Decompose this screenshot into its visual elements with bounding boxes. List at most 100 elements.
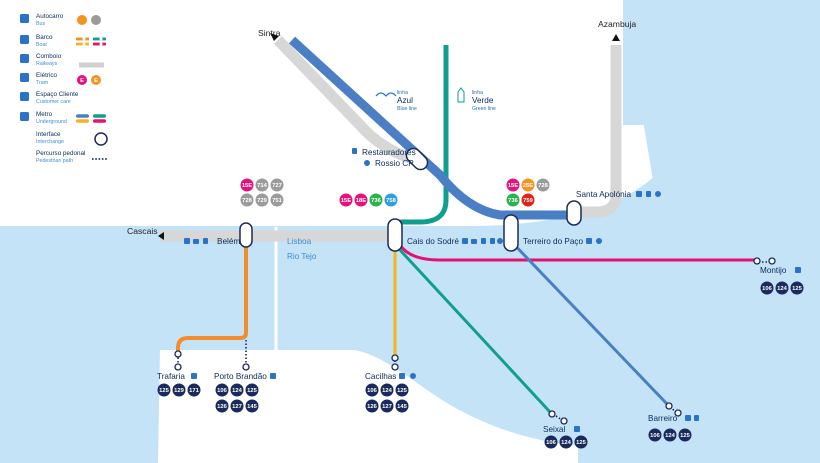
bus-icon bbox=[586, 238, 592, 244]
legend-metro-line bbox=[76, 119, 89, 123]
route-badge bbox=[365, 383, 379, 397]
route-badge-label: 126 bbox=[217, 404, 227, 410]
route-badge bbox=[215, 399, 229, 413]
route-badge-label: 759 bbox=[523, 198, 533, 204]
route-badge bbox=[678, 428, 692, 442]
route-badge-label: 728 bbox=[538, 183, 548, 189]
legend-boat-dot bbox=[99, 37, 103, 41]
route-badge-label: 15E bbox=[242, 183, 252, 189]
route-badge-label: 124 bbox=[561, 440, 571, 446]
metro-azul-en: Blue line bbox=[397, 106, 417, 112]
interchange-terreiro-paco bbox=[503, 214, 519, 252]
station-trafaria: Trafaria bbox=[157, 372, 185, 381]
legend: AutocarroBusBarcoBoatComboioRailwaysElét… bbox=[20, 13, 108, 164]
legend-subtitle: Bus bbox=[36, 21, 45, 27]
terminal-cacilhas bbox=[391, 354, 399, 362]
terminal-barreiro bbox=[665, 402, 673, 410]
route-badge bbox=[574, 435, 588, 449]
station-porto-brandao: Porto Brandão bbox=[214, 372, 267, 381]
legend-title: Autocarro bbox=[36, 13, 64, 20]
train-icon bbox=[694, 415, 699, 421]
legend-subtitle: Tram bbox=[36, 80, 49, 86]
route-badge bbox=[663, 428, 677, 442]
station-rossio: Rossio CP bbox=[375, 159, 414, 168]
badge-group-barreiro: 106 124 125 bbox=[648, 428, 692, 442]
station-belem: Belém bbox=[217, 237, 240, 246]
terminal-montijo bbox=[753, 257, 761, 265]
station-montijo: Montijo bbox=[760, 266, 787, 275]
route-badge-label: 106 bbox=[650, 433, 660, 439]
rail-sintra-line bbox=[274, 36, 412, 164]
terminal-barreiro-end bbox=[674, 409, 682, 417]
route-badge-label: 129 bbox=[174, 388, 184, 394]
metro-azul-label: linha Azul Blue line bbox=[375, 90, 417, 112]
route-badge-label: 125 bbox=[680, 433, 690, 439]
metro-verde-en: Green line bbox=[472, 106, 496, 112]
bus-icon bbox=[574, 426, 580, 432]
route-badge bbox=[270, 193, 284, 207]
station-barreiro: Barreiro bbox=[648, 414, 678, 423]
legend-subtitle: Railways bbox=[36, 61, 58, 67]
boat-route-montijo bbox=[398, 244, 755, 262]
route-badge bbox=[240, 178, 254, 192]
metro-icon bbox=[352, 148, 357, 154]
route-badge-label: 145 bbox=[397, 404, 407, 410]
customer-care-icon bbox=[20, 92, 29, 101]
train-icon bbox=[490, 238, 495, 244]
route-badge bbox=[369, 193, 383, 207]
metro-azul-icon bbox=[375, 92, 397, 97]
metro-azul-name: Azul bbox=[397, 96, 413, 105]
station-santa-apolonia: Santa Apolónia bbox=[576, 190, 632, 199]
route-badge-label: 727 bbox=[272, 183, 282, 189]
terminal-trafaria-end bbox=[174, 363, 182, 371]
legend-subtitle: Boat bbox=[36, 42, 47, 48]
route-badge bbox=[790, 281, 804, 295]
legend-tram-badge bbox=[91, 75, 101, 85]
route-badge bbox=[255, 193, 269, 207]
route-badge-label: 106 bbox=[762, 286, 772, 292]
legend-title: Comboio bbox=[36, 53, 62, 60]
bus-icon bbox=[270, 373, 276, 379]
boat-icon bbox=[193, 239, 199, 244]
destination-azambuja: Azambuja bbox=[598, 19, 636, 29]
route-badge bbox=[354, 193, 368, 207]
route-badge bbox=[245, 399, 259, 413]
legend-interchange-symbol bbox=[94, 132, 108, 146]
route-badge-label: 714 bbox=[257, 183, 267, 189]
metro-verde-name: Verde bbox=[472, 96, 494, 105]
route-badge-label: 125 bbox=[247, 388, 257, 394]
legend-boat-dot bbox=[82, 42, 86, 46]
terminal-trafaria bbox=[174, 350, 182, 358]
metro-icon bbox=[481, 238, 486, 244]
route-badge bbox=[521, 193, 535, 207]
route-badge bbox=[365, 399, 379, 413]
river-water-top bbox=[623, 0, 713, 125]
bus-icon bbox=[795, 267, 801, 273]
interchanges bbox=[174, 147, 776, 425]
bus-icon bbox=[399, 373, 405, 379]
route-badge bbox=[506, 178, 520, 192]
route-badge bbox=[245, 383, 259, 397]
route-badge bbox=[255, 178, 269, 192]
route-badge-label: 125 bbox=[792, 286, 802, 292]
interchange-belem bbox=[239, 222, 253, 248]
boat-icon bbox=[20, 35, 29, 44]
arrow-azambuja-icon bbox=[612, 34, 620, 41]
route-badge-label: 106 bbox=[217, 388, 227, 394]
legend-title: Barco bbox=[36, 34, 53, 41]
customer-care-icon bbox=[497, 238, 503, 244]
route-badge-label: 124 bbox=[665, 433, 675, 439]
terminal-porto-brandao-end bbox=[242, 363, 250, 371]
route-badge-label: 736 bbox=[508, 198, 518, 204]
metro-verde-kind: linha bbox=[472, 90, 483, 96]
route-badge-label: 145 bbox=[247, 404, 257, 410]
